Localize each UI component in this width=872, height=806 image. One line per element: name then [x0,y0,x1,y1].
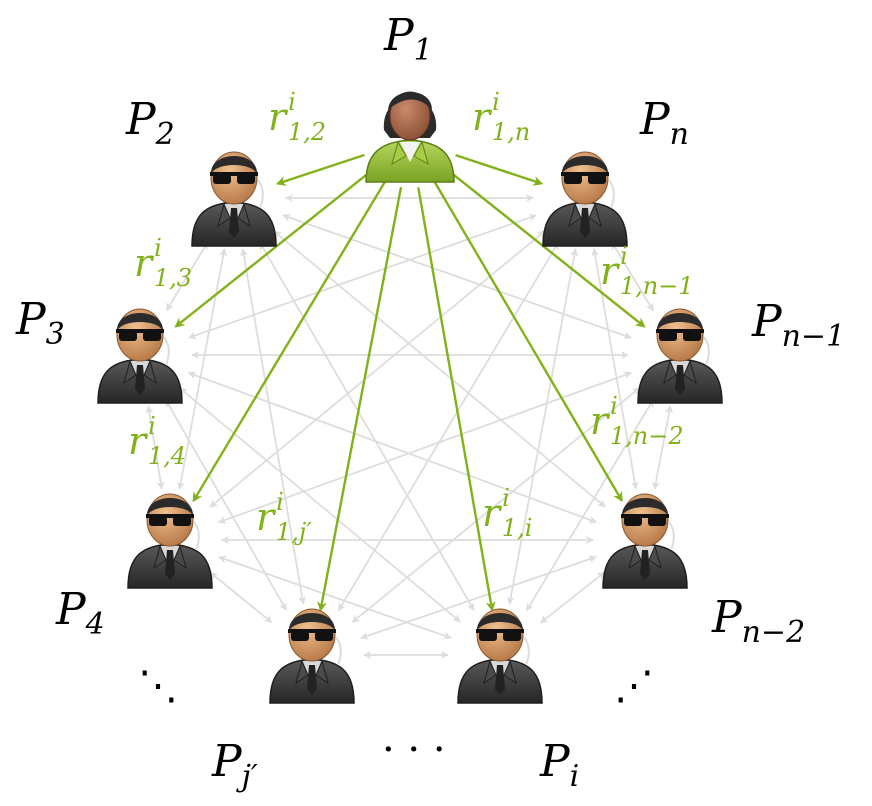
ellipsis-bottom: · · · [382,727,446,773]
share-arrow-r1n [455,153,544,186]
businesswoman-icon [365,91,455,183]
share-arrow-r12 [275,153,365,186]
label-pn-1: Pn−1 [752,296,846,354]
mesh-edge-Pn2-Pn [591,248,639,490]
secret-agent-icon [97,308,183,404]
label-pj: Pj′ [212,736,258,794]
share-label-1-n-1: ri1,n−1 [600,242,694,300]
mesh-edge-Pi-Pn [506,248,579,605]
secret-agent-icon [542,151,628,247]
share-label-1-4: ri1,4 [128,412,187,470]
secret-agent-icon [191,151,277,247]
label-p3: P3 [16,294,65,352]
share-arrow-r1n2 [433,180,623,503]
secret-agent-icon [457,608,543,704]
label-pi: Pi [540,736,580,794]
mesh-edge-P3-Pi [179,387,461,623]
share-label-1-2: ri1,2 [268,88,327,146]
mesh-edge-Pj-Pn [337,241,560,612]
share-label-1-i: ri1,i [482,484,533,542]
label-pn: Pn [640,94,689,152]
label-p4: P4 [56,584,105,642]
share-arrow-r13 [174,168,374,328]
mesh-edge-P2-Pi [259,242,475,611]
share-label-1-j: ri1,j′ [256,488,312,546]
label-p2: P2 [126,94,175,152]
share-label-1-n: ri1,n [472,88,531,146]
secret-agent-icon [602,493,688,589]
share-arrow-r1i [417,187,496,612]
label-p1: P1 [384,10,433,68]
secret-agent-icon [269,608,355,704]
mesh-edge-P4-Pj [209,572,273,623]
parties [97,91,723,704]
secret-agent-icon [127,493,213,589]
ellipsis-right: ⋰ [614,663,654,709]
mesh-edge-P3-P4 [145,405,165,490]
mesh-edge-Pn2-Pn1 [652,405,673,490]
share-arrow-r1j [317,186,403,612]
mesh-edge-Pi-Pn2 [539,571,606,624]
label-pn-2: Pn−2 [712,592,806,650]
share-arrows [174,153,646,612]
share-label-1-3: ri1,3 [134,234,193,292]
secret-agent-icon [637,308,723,404]
share-label-1-n-2: ri1,n−2 [590,392,684,450]
ellipsis-left: ⋱ [138,663,178,709]
mesh-edge-Pn1-Pn [611,241,654,312]
share-arrow-r14 [192,180,387,503]
share-arrow-r1n1 [446,168,646,328]
